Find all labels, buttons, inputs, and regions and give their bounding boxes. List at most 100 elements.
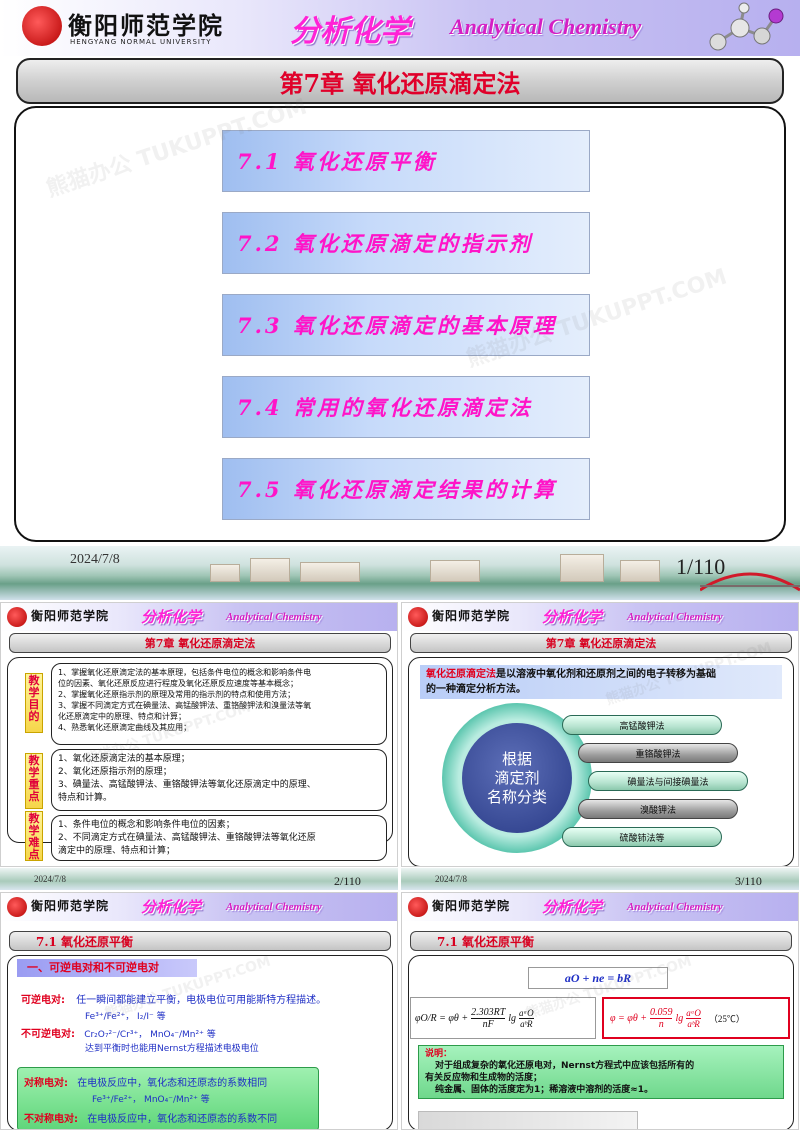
circle-text: 名称分类 xyxy=(486,787,547,806)
campus-footer-image xyxy=(0,546,800,600)
next-bar xyxy=(418,1111,638,1129)
subheading: 一、可逆电对和不可逆电对 xyxy=(27,961,159,974)
note-label: 说明： xyxy=(425,1049,453,1059)
note-line: 对于组成复杂的氧化还原电对，Nernst方程式中应该包括所有的 xyxy=(435,1061,695,1071)
content-frame xyxy=(408,955,794,1129)
school-logo-icon xyxy=(7,607,27,627)
eq1-den: nF xyxy=(482,1018,494,1030)
method-label: 碘量法与间接碘量法 xyxy=(627,777,709,788)
section-title-bar: 7.1 氧化还原平衡 xyxy=(410,931,792,951)
page-number: 3/110 xyxy=(735,874,762,888)
focus-line: 特点和计算。 xyxy=(58,793,113,803)
building xyxy=(560,554,604,582)
bridge-icon xyxy=(700,572,800,592)
nernst-25c: φ = φθ + 0.059 n lg aᵃO aᵇR （25℃） xyxy=(602,997,790,1039)
reaction: aO + ne = bR xyxy=(564,970,632,985)
content-frame xyxy=(408,657,794,866)
symmetric-text: 在电极反应中，氧化态和还原态的系数相同 xyxy=(77,1078,268,1089)
school-name: 衡阳师范学院 xyxy=(31,899,110,913)
building xyxy=(250,558,290,582)
definition-text-2: 的一种滴定分析方法。 xyxy=(426,684,526,695)
goal-line: 1、掌握氧化还原滴定法的基本原理，包括条件电位的概念和影响条件电 xyxy=(58,668,312,677)
header-banner xyxy=(0,0,800,56)
irreversible-label: 不可逆电对: xyxy=(21,1029,75,1040)
slide-date: 2024/7/8 xyxy=(34,874,67,884)
school-name: 衡阳师范学院 xyxy=(432,609,511,623)
asymmetric-text: 在电极反应中，氧化态和还原态的系数不同 xyxy=(87,1114,278,1125)
slide-4[interactable]: 衡阳师范学院 分析化学 Analytical Chemistry 7.1 氧化还… xyxy=(0,892,398,1130)
goals-label: 教学目的 xyxy=(25,673,43,733)
toc-item-7-2[interactable]: 7.2 氧化还原滴定的指示剂 xyxy=(222,212,590,274)
section-title-bar: 7.1 氧化还原平衡 xyxy=(9,931,391,951)
reversible-label: 可逆电对: xyxy=(21,995,65,1006)
irreversible-examples: Cr₂O₇²⁻/Cr³⁺， MnO₄⁻/Mn²⁺ 等 xyxy=(84,1030,216,1040)
goal-line: 化还原滴定中的原理、特点和计算； xyxy=(58,712,186,721)
course-name: 分析化学 xyxy=(542,608,603,626)
section-title: 7.1 氧化还原平衡 xyxy=(437,934,535,949)
school-logo-icon xyxy=(408,897,428,917)
slide-5[interactable]: 衡阳师范学院 分析化学 Analytical Chemistry 7.1 氧化还… xyxy=(401,892,799,1130)
school-logo-icon xyxy=(7,897,27,917)
reversible-row: 可逆电对: 任一瞬间都能建立平衡，电极电位可用能斯特方程描述。 xyxy=(21,991,326,1006)
chapter-title-bar: 第7章 氧化还原滴定法 xyxy=(9,633,391,653)
slide-date: 2024/7/8 xyxy=(70,552,120,567)
toc-item-7-1[interactable]: 7.1 氧化还原平衡 xyxy=(222,130,590,192)
toc-item-7-3[interactable]: 7.3 氧化还原滴定的基本原理 xyxy=(222,294,590,356)
course-name-en: Analytical Chemistry xyxy=(226,611,322,623)
method-pill-k2cr2o7[interactable]: 重铬酸钾法 xyxy=(578,743,738,763)
chapter-title: 第7章 氧化还原滴定法 xyxy=(545,637,657,650)
method-pill-kbro3[interactable]: 溴酸钾法 xyxy=(578,799,738,819)
method-pill-iodometry[interactable]: 碘量法与间接碘量法 xyxy=(588,771,748,791)
building xyxy=(620,560,660,582)
slide-3[interactable]: 衡阳师范学院 分析化学 Analytical Chemistry 第7章 氧化还… xyxy=(401,602,799,867)
reversible-text: 任一瞬间都能建立平衡，电极电位可用能斯特方程描述。 xyxy=(76,995,327,1006)
circle-text: 滴定剂 xyxy=(494,768,540,787)
toc-item-7-4[interactable]: 7.4 常用的氧化还原滴定法 xyxy=(222,376,590,438)
eq1-lhs: φO/R = φθ + xyxy=(415,1012,469,1024)
focus-line: 2、氧化还原指示剂的原理； xyxy=(58,767,172,777)
slide-2[interactable]: 衡阳师范学院 分析化学 Analytical Chemistry 第7章 氧化还… xyxy=(0,602,398,867)
course-name-en: Analytical Chemistry xyxy=(627,611,723,623)
page-number: 1/110 xyxy=(676,554,726,579)
chapter-title: 第7章 氧化还原滴定法 xyxy=(279,68,521,98)
course-name: 分析化学 xyxy=(542,898,603,916)
course-name-en: Analytical Chemistry xyxy=(627,901,723,913)
method-pill-kmno4[interactable]: 高锰酸钾法 xyxy=(562,715,722,735)
eq2-lhs: φ = φθ + xyxy=(610,1012,647,1024)
toc-label: 7.5 氧化还原滴定结果的计算 xyxy=(237,477,557,502)
irreversible-text: 达到平衡时也能用Nernst方程描述电极电位 xyxy=(85,1044,259,1054)
header-banner xyxy=(1,893,397,921)
symmetric-examples: Fe³⁺/Fe²⁺， MnO₄⁻/Mn²⁺ 等 xyxy=(92,1095,210,1105)
difficulty-line: 滴定中的原理、特点和计算； xyxy=(58,846,176,856)
eq2-den: n xyxy=(658,1018,664,1030)
eq2-num: 0.059 xyxy=(649,1006,673,1019)
focus-label: 教学重点 xyxy=(25,753,43,809)
symmetric-label: 对称电对: xyxy=(24,1078,68,1089)
difficulty-box: 1、条件电位的概念和影响条件电位的因素； 2、不同滴定方式在碘量法、高锰酸钾法、… xyxy=(51,815,387,861)
chapter-title-bar: 第7章 氧化还原滴定法 xyxy=(16,58,784,104)
toc-label: 7.1 氧化还原平衡 xyxy=(237,149,437,174)
eq1-log: lg xyxy=(508,1012,517,1024)
eq1-num: 2.303RT xyxy=(471,1006,506,1019)
section-title: 7.1 氧化还原平衡 xyxy=(36,934,134,949)
slide-2-footer: 2024/7/8 2/110 xyxy=(0,868,398,890)
subheading-bar: 一、可逆电对和不可逆电对 xyxy=(17,959,197,977)
definition-box: 氧化还原滴定法是以溶液中氧化剂和还原剂之间的电子转移为基础 的一种滴定分析方法。 xyxy=(420,665,782,699)
school-logo-icon xyxy=(408,607,428,627)
eq1-ratio: aᵃO aᵇR xyxy=(519,1008,534,1029)
focus-line: 1、氧化还原滴定法的基本原理； xyxy=(58,754,190,764)
difficulty-line: 2、不同滴定方式在碘量法、高锰酸钾法、重铬酸钾法等氧化还原 xyxy=(58,833,316,843)
slide-3-footer: 2024/7/8 3/110 xyxy=(401,868,799,890)
eq2-fraction: 0.059 n xyxy=(649,1006,673,1030)
method-label: 硫酸铈法等 xyxy=(619,833,665,844)
method-pill-ceric[interactable]: 硫酸铈法等 xyxy=(562,827,722,847)
activity-ox: aᵃO xyxy=(519,1007,534,1019)
molecule-icon xyxy=(709,2,784,51)
building xyxy=(430,560,480,582)
course-name-en: Analytical Chemistry xyxy=(226,901,322,913)
toc-item-7-5[interactable]: 7.5 氧化还原滴定结果的计算 xyxy=(222,458,590,520)
slide-1[interactable]: 衡阳师范学院 HENGYANG NORMAL UNIVERSITY 分析化学 A… xyxy=(0,0,800,600)
building xyxy=(300,562,360,582)
reversible-examples: Fe³⁺/Fe²⁺， I₂/I⁻ 等 xyxy=(85,1012,166,1022)
method-label: 重铬酸钾法 xyxy=(635,749,681,760)
